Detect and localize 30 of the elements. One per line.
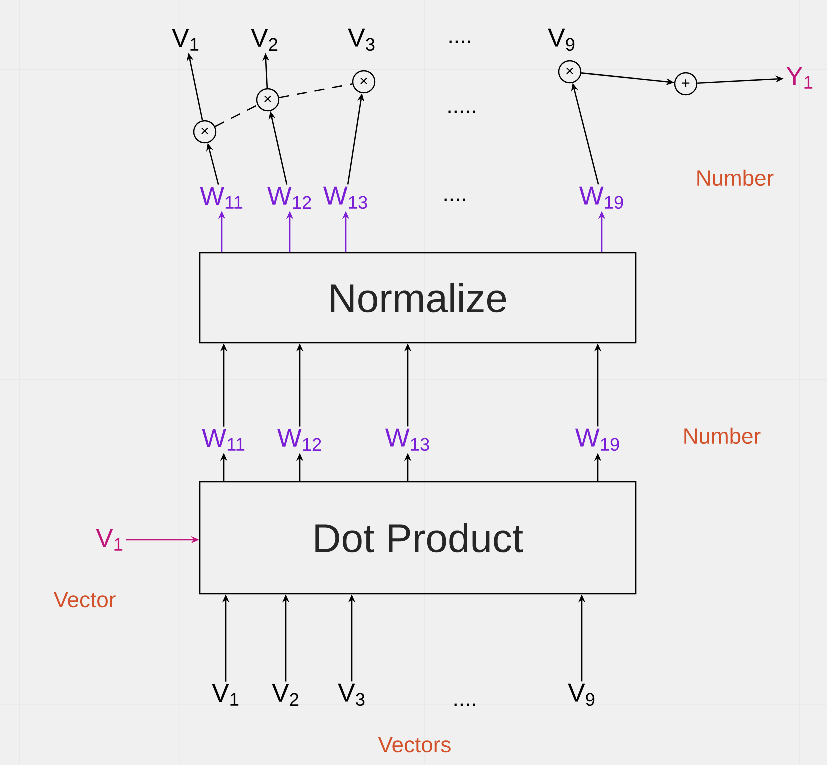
note-text: Number [698,170,774,186]
symbol-label: Y$_{1}$ [786,67,813,89]
note-text: Number [684,428,761,444]
symbol-label: V$_{9}$ [568,684,595,706]
symbol-label: W$_{13}$ [385,428,430,452]
dots-text: .... [454,704,476,706]
process-box: Dot Product [199,481,637,595]
symbol-label: V$_{9}$ [548,28,575,52]
symbol-label: W$_{13}$ [323,186,368,210]
symbol-label: V$_{3}$ [338,684,365,706]
note-text: Vector [54,592,116,608]
process-box: Normalize [199,252,637,344]
symbol-label: V$_{1}$ [172,29,199,51]
dots-text: .... [450,40,470,44]
symbol-label: W$_{19}$ [575,428,620,452]
note-text: Vectors [378,737,451,753]
dots-text: ..... [448,110,476,114]
connector-line [215,104,258,128]
symbol-label: V$_{2}$ [272,684,299,706]
symbol-label: W$_{11}$ [200,187,243,209]
symbol-label: W$_{12}$ [277,428,322,451]
symbol-label: W$_{12}$ [267,186,312,209]
symbol-label: V$_{1}$ [212,684,239,706]
symbol-label: V$_{1}$ [96,529,123,551]
symbol-label: V$_{3}$ [348,28,375,52]
dots-text: .... [444,198,466,202]
symbol-label: W$_{19}$ [579,186,624,210]
connector-line [279,84,353,98]
symbol-label: W$_{11}$ [202,429,245,451]
symbol-label: V$_{2}$ [251,28,278,51]
